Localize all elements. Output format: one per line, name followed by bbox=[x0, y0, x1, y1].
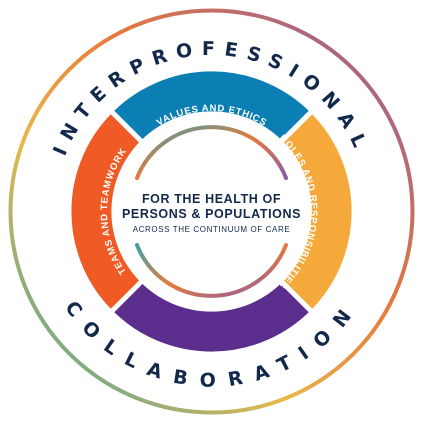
segment-values-and-ethics bbox=[112, 71, 311, 142]
inner-arc-top bbox=[135, 125, 288, 180]
inner-arc-bottom bbox=[135, 243, 288, 298]
center-line-1: FOR THE HEALTH OF bbox=[142, 192, 281, 206]
center-line-2: PERSONS & POPULATIONS bbox=[122, 207, 301, 221]
segment-teams-and-teamwork bbox=[71, 112, 142, 311]
segment-roles-and-responsibilities bbox=[281, 112, 352, 311]
segment-communication bbox=[112, 281, 311, 352]
center-line-3: ACROSS THE CONTINUUM OF CARE bbox=[133, 225, 291, 234]
segment-dividers bbox=[104, 104, 319, 319]
outer-gradient-ring bbox=[8, 8, 415, 415]
